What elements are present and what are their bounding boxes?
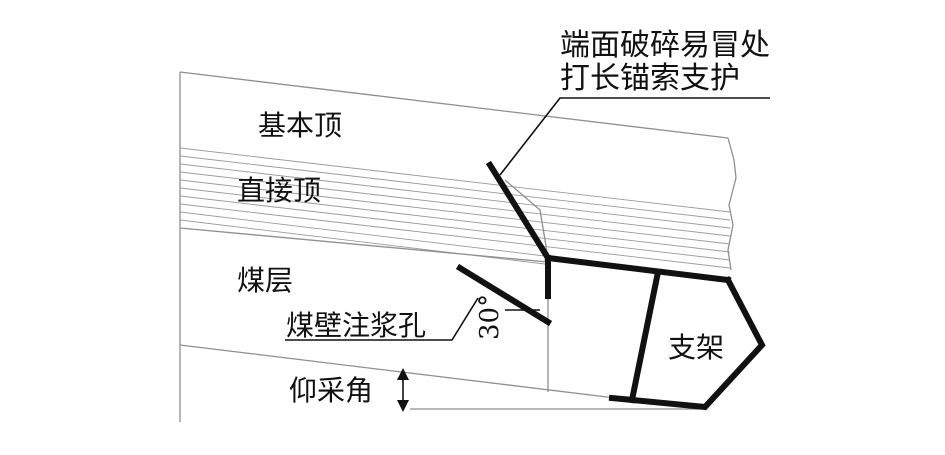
pitch-angle-arrow bbox=[397, 368, 409, 412]
support-canopy bbox=[544, 254, 732, 284]
coal-seam-label: 煤层 bbox=[237, 264, 293, 297]
coal-floor-line bbox=[179, 344, 616, 399]
grout-hole-leader bbox=[285, 297, 479, 341]
callout-text-line1: 端面破碎易冒处 bbox=[560, 28, 770, 63]
support-label: 支架 bbox=[668, 331, 724, 364]
callout-text-line2: 打长锚索支护 bbox=[560, 61, 740, 96]
pitch-angle-label: 仰采角 bbox=[289, 374, 373, 407]
basic-roof-label: 基本顶 bbox=[258, 109, 342, 142]
support-leg bbox=[628, 268, 662, 404]
basic-roof-top-line bbox=[179, 71, 729, 139]
rock-broken-edge bbox=[727, 137, 737, 271]
direct-roof-strata bbox=[179, 147, 731, 269]
grout-hole-label: 煤壁注浆孔 bbox=[286, 309, 426, 342]
angle-label: 30° bbox=[475, 294, 505, 340]
callout-leader bbox=[499, 97, 770, 176]
coal-seam-roof-line bbox=[179, 227, 549, 263]
direct-roof-label: 直接顶 bbox=[237, 174, 321, 207]
coal-wall-grout-hole bbox=[455, 263, 553, 327]
support-frame bbox=[608, 275, 766, 411]
long-anchor-cable bbox=[485, 160, 553, 263]
broken-roof-face bbox=[504, 179, 549, 259]
